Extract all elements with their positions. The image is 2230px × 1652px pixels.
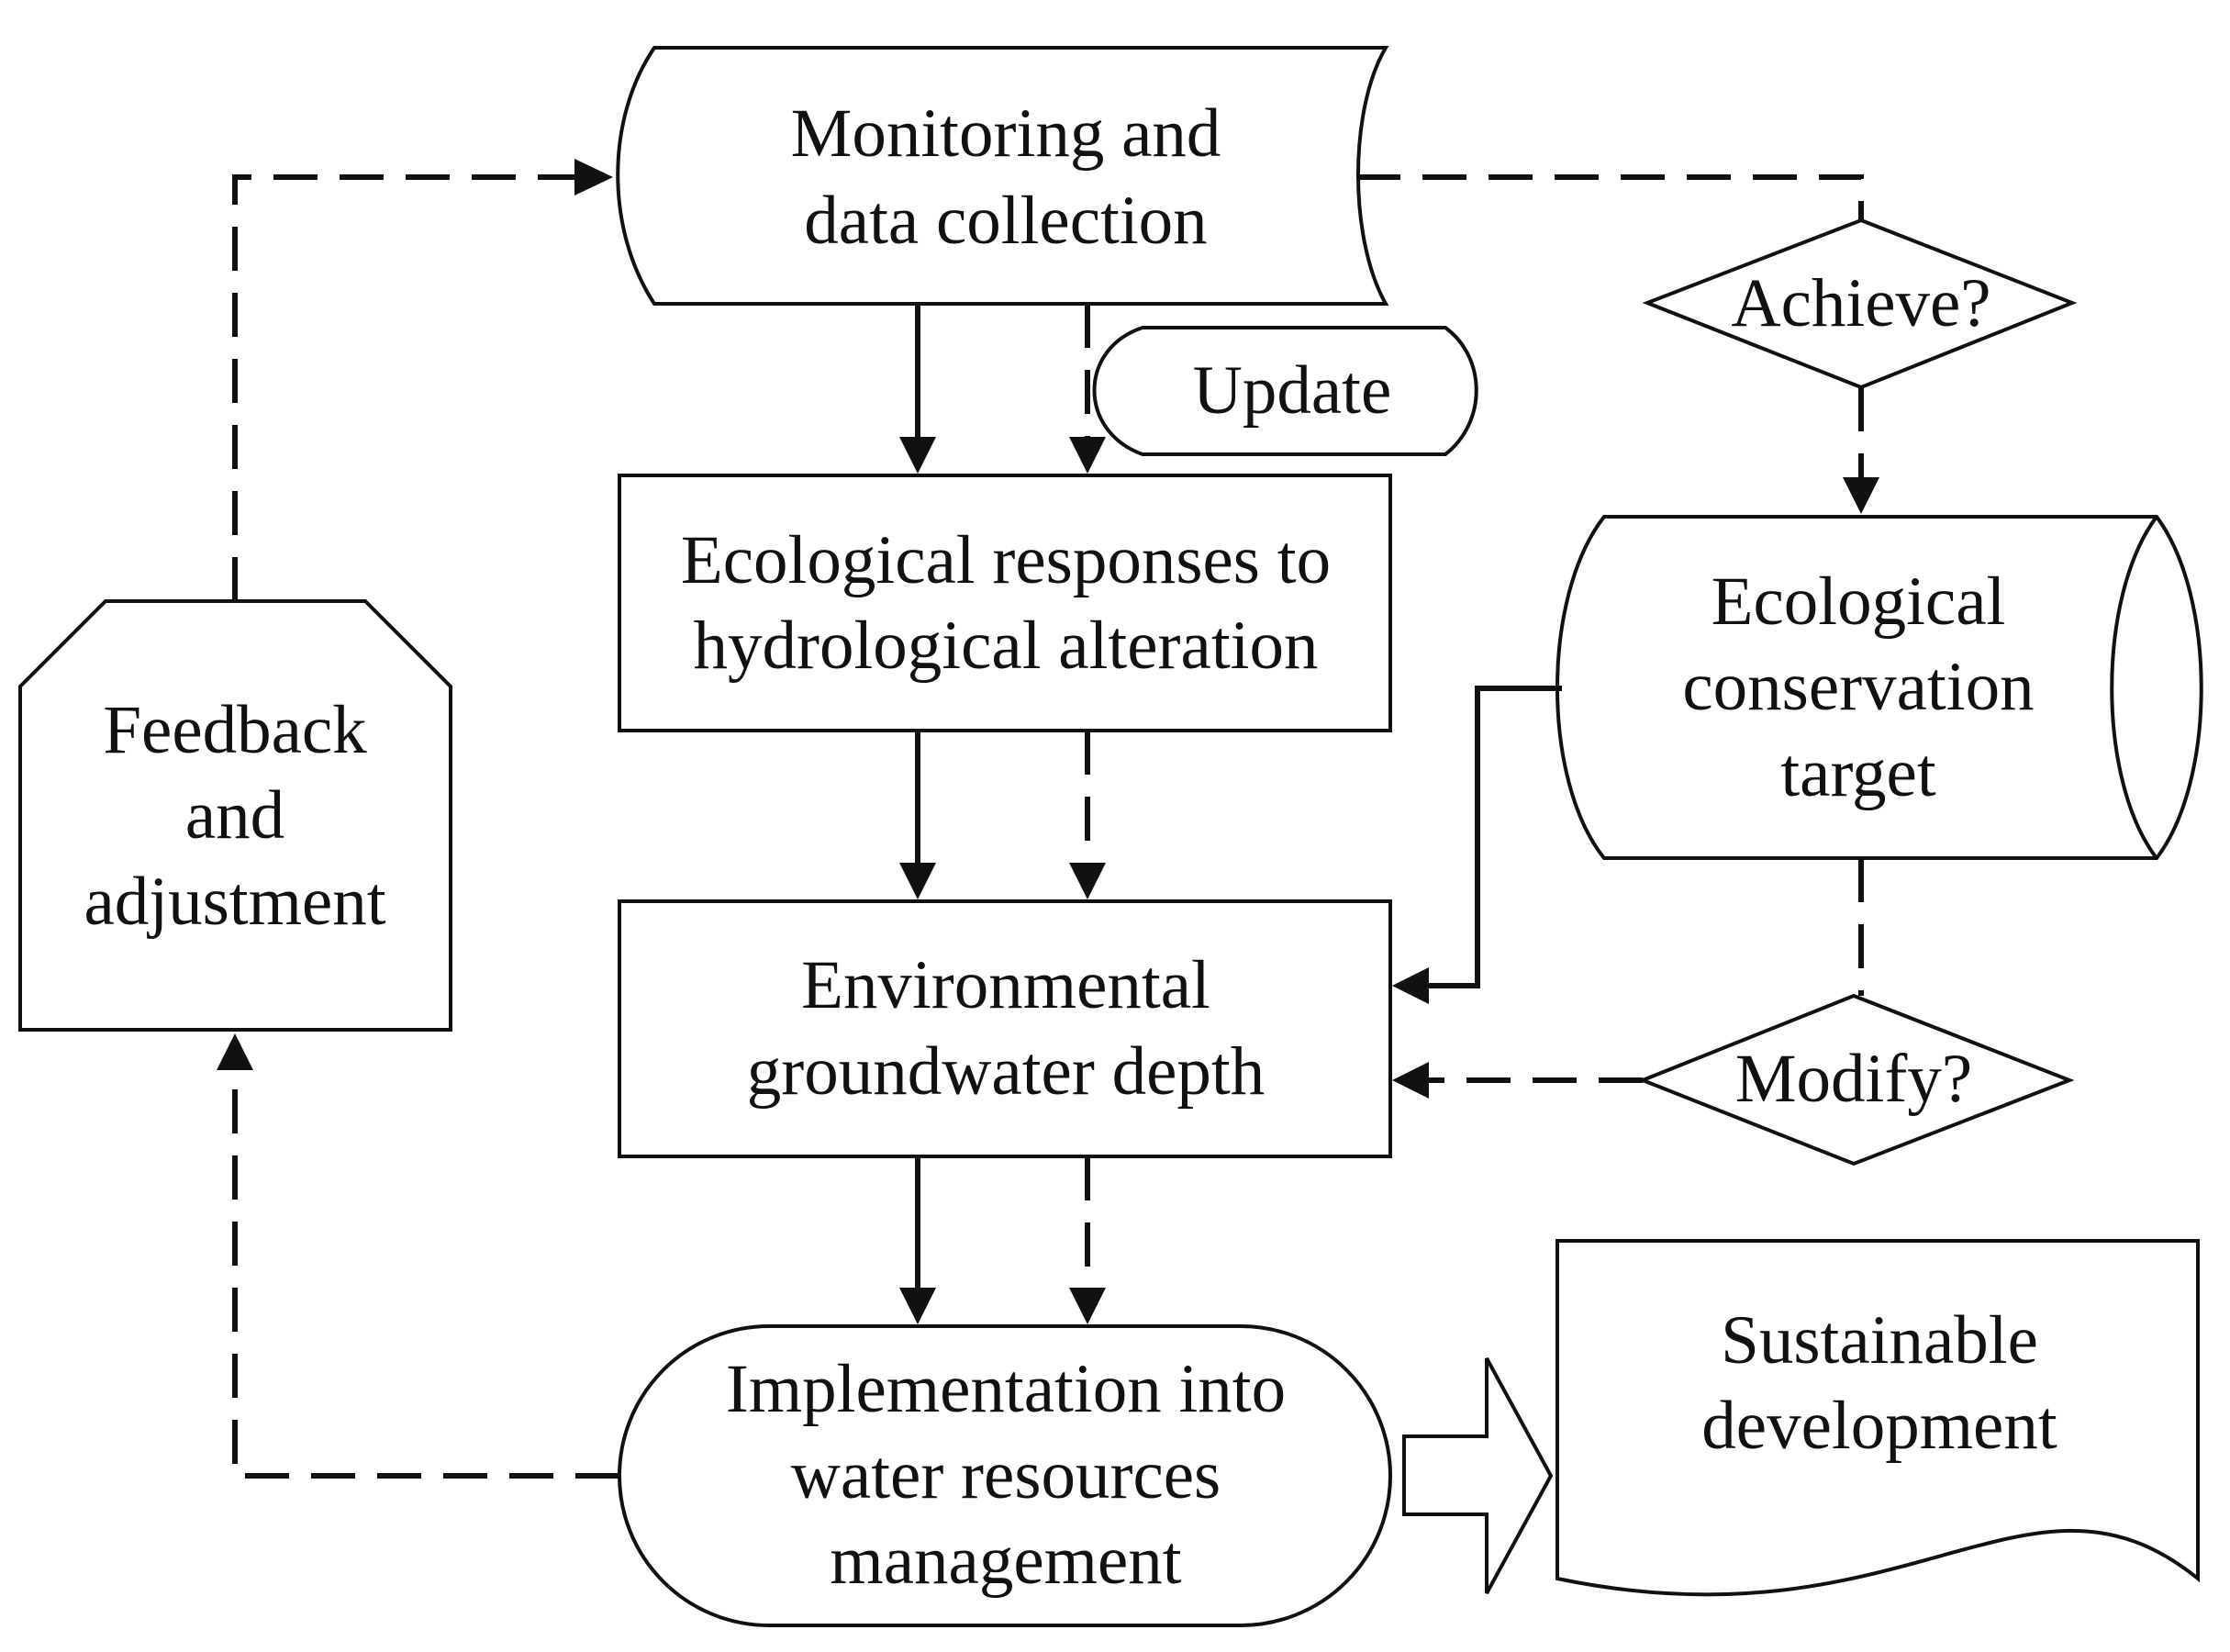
achieve-decision: Achieve? — [1642, 218, 2078, 390]
monitoring-node: Monitoring and data collection — [616, 46, 1389, 306]
arrow-feedback-to-monitoring — [232, 159, 613, 601]
modify-decision: Modify? — [1637, 993, 2075, 1166]
implementation-line-2: water resources — [791, 1437, 1221, 1513]
feedback-line-1: Feedback — [103, 692, 367, 768]
groundwater-depth-node: Environmental groundwater depth — [618, 899, 1392, 1158]
arrow-responses-to-depth-dashed — [1069, 731, 1106, 899]
conservation-target-line-2: conservation — [1682, 649, 2034, 725]
sustainable-node: Sustainable development — [1555, 1239, 2200, 1597]
arrow-target-to-depth — [1392, 686, 1562, 1004]
conservation-target-node: Ecological conservation target — [1555, 515, 2203, 860]
arrow-depth-to-implementation-dashed — [1069, 1156, 1106, 1324]
feedback-line-2: and — [185, 777, 284, 854]
groundwater-depth-line-1: Environmental — [801, 947, 1210, 1023]
update-label: Update — [1193, 352, 1392, 429]
conservation-target-line-3: target — [1780, 735, 1936, 811]
arrow-depth-to-implementation-solid — [899, 1156, 936, 1324]
monitoring-line-2: data collection — [804, 183, 1207, 259]
monitoring-line-1: Monitoring and — [791, 95, 1221, 172]
ecological-responses-line-1: Ecological responses to — [681, 522, 1331, 598]
implementation-line-3: management — [830, 1523, 1181, 1599]
block-arrow-to-sustainable — [1402, 1357, 1554, 1594]
connector-monitoring-to-achieve — [1356, 174, 1864, 220]
ecological-responses-line-2: hydrological alteration — [693, 608, 1318, 684]
implementation-line-1: Implementation into — [726, 1351, 1286, 1427]
achieve-label: Achieve? — [1731, 265, 1990, 341]
groundwater-depth-line-2: groundwater depth — [747, 1033, 1265, 1110]
arrow-monitoring-to-responses-dashed — [1069, 304, 1106, 474]
arrow-implementation-to-feedback — [217, 1033, 619, 1479]
arrow-monitoring-to-responses-solid — [899, 304, 936, 474]
sustainable-line-1: Sustainable — [1721, 1302, 2038, 1379]
modify-label: Modify? — [1735, 1041, 1972, 1117]
conservation-target-line-1: Ecological — [1712, 564, 2006, 640]
feedback-line-3: adjustment — [84, 864, 385, 940]
feedback-node: Feedback and adjustment — [18, 599, 452, 1032]
arrow-responses-to-depth-solid — [899, 731, 936, 899]
implementation-node: Implementation into water resources mana… — [618, 1324, 1392, 1627]
arrow-modify-to-depth — [1392, 1062, 1643, 1099]
sustainable-line-2: development — [1701, 1388, 2057, 1464]
ecological-responses-node: Ecological responses to hydrological alt… — [618, 474, 1392, 732]
arrow-achieve-to-target — [1843, 387, 1879, 514]
update-node: Update — [1092, 326, 1478, 456]
